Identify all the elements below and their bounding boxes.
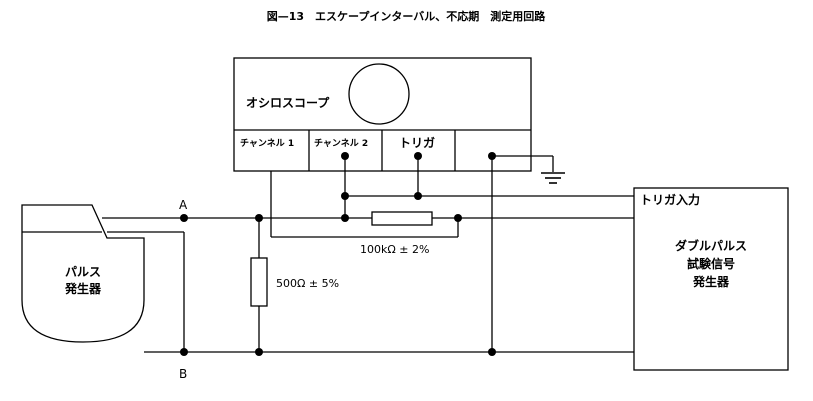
oscilloscope-label: オシロスコープ [246, 95, 330, 110]
channel-2-label: チャンネル 2 [314, 138, 368, 149]
test-signal-label: 試験信号 [687, 256, 735, 271]
resistor-100k [371, 211, 433, 226]
double-pulse-label: ダブルパルス [675, 238, 747, 253]
junction-dot [180, 214, 188, 222]
pulse-generator: パルス 発生器 [21, 204, 145, 343]
junction-dot [341, 214, 349, 222]
oscilloscope-screen [348, 63, 410, 125]
junction-dot [341, 192, 349, 200]
junction-dot [414, 152, 422, 160]
junction-dot [255, 214, 263, 222]
junction-dot [341, 152, 349, 160]
pulse-generator-line1: パルス [65, 265, 101, 279]
oscilloscope: オシロスコープ チャンネル 1 チャンネル 2 トリガ [233, 57, 532, 172]
junction-dot [454, 214, 462, 222]
junction-dot [180, 348, 188, 356]
pulse-generator-line2: 発生器 [64, 281, 102, 296]
resistor-500 [250, 257, 268, 307]
ground-icon [541, 172, 565, 184]
node-b-label: B [179, 367, 187, 381]
generator-label: 発生器 [692, 274, 730, 289]
node-a-label: A [179, 198, 188, 212]
junction-dot [488, 348, 496, 356]
diagram-title: 図—13 エスケープインターバル、不応期 測定用回路 [267, 9, 547, 23]
double-pulse-generator: トリガ入力 ダブルパルス 試験信号 発生器 [633, 187, 789, 371]
circuit-wires [102, 155, 634, 353]
channel-1-label: チャンネル 1 [240, 138, 294, 149]
trigger-label: トリガ [399, 135, 435, 150]
junction-dot [255, 348, 263, 356]
junction-dot [414, 192, 422, 200]
junction-dots [180, 152, 496, 356]
trigger-input-label: トリガ入力 [640, 192, 700, 207]
resistor-500-label: 500Ω ± 5% [276, 277, 339, 290]
resistor-100k-label: 100kΩ ± 2% [360, 243, 429, 256]
junction-dot [488, 152, 496, 160]
